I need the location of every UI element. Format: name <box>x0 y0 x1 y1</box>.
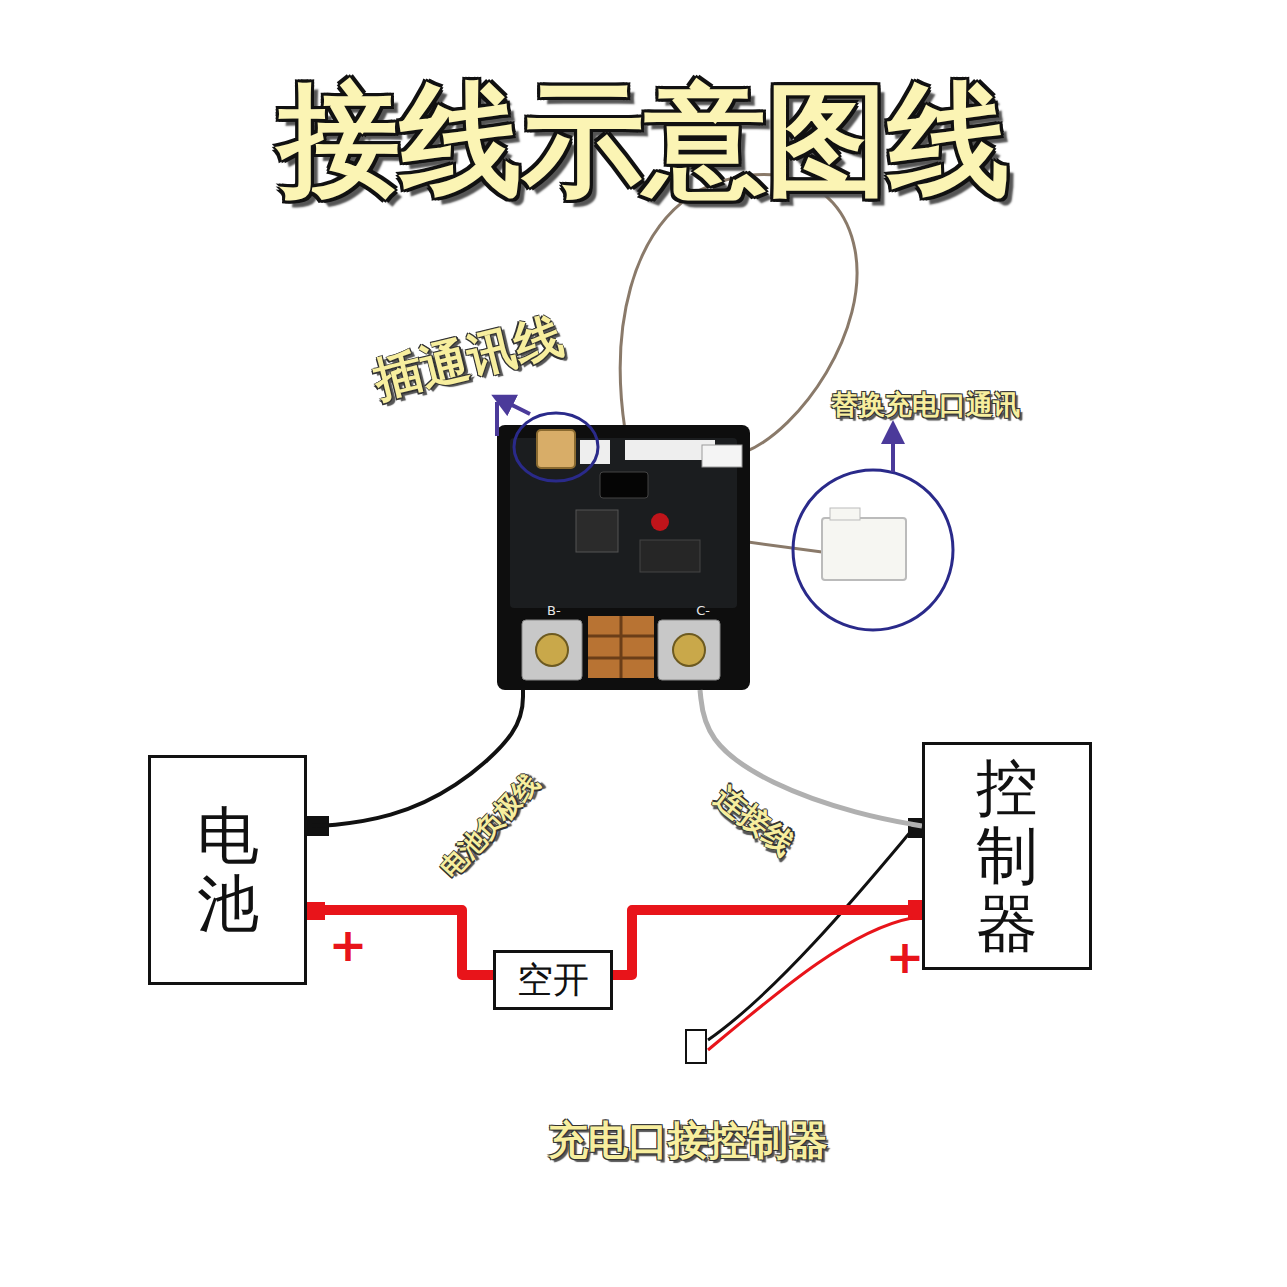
pointer-arrow <box>495 402 499 436</box>
node-text: 电池 <box>197 802 259 938</box>
callout-text: 插通讯线 <box>368 309 567 407</box>
inductor <box>600 472 648 498</box>
signal-wire <box>748 542 822 552</box>
node-text: 控制器 <box>976 754 1038 959</box>
led <box>651 513 669 531</box>
plug-connector <box>702 445 742 467</box>
wire-label: 连接线 <box>709 779 800 860</box>
callout-text: 替换充电口通讯 <box>831 390 1020 420</box>
screw <box>673 634 705 666</box>
terminal <box>522 620 582 680</box>
control-board: B- C- <box>497 425 750 690</box>
callout-circle <box>793 470 953 630</box>
board-housing <box>497 425 750 690</box>
signal-wire <box>620 174 857 452</box>
polarity-mark: + <box>329 920 368 971</box>
charge-port <box>686 1030 706 1063</box>
chip <box>576 510 618 552</box>
chip <box>640 540 700 572</box>
callout-circle <box>514 413 598 481</box>
node-text: 空开 <box>517 960 589 1000</box>
comm-connector <box>537 430 575 468</box>
charge-wire <box>708 830 912 1040</box>
node-text: B- <box>547 603 561 618</box>
shunt-stripe <box>620 616 623 678</box>
note-text: 充电口接控制器 <box>548 1118 828 1162</box>
wire-connector <box>613 910 922 975</box>
breaker-box: 空开 <box>493 950 613 1010</box>
battery-box: 电池 <box>148 755 307 985</box>
controller-box: 控制器 <box>922 742 1092 970</box>
plug <box>822 518 906 580</box>
polarity-mark: + <box>886 932 925 983</box>
plug-latch <box>830 508 860 520</box>
node-text: C- <box>696 603 710 618</box>
wire-connector <box>307 910 493 975</box>
pointer-arrow <box>891 432 895 472</box>
page-title: 接线示意图线 <box>0 60 1287 224</box>
terminal <box>658 620 720 680</box>
pointer-arrow <box>502 400 530 414</box>
charge-wire <box>708 918 912 1050</box>
screw <box>536 634 568 666</box>
shunt <box>588 616 654 678</box>
